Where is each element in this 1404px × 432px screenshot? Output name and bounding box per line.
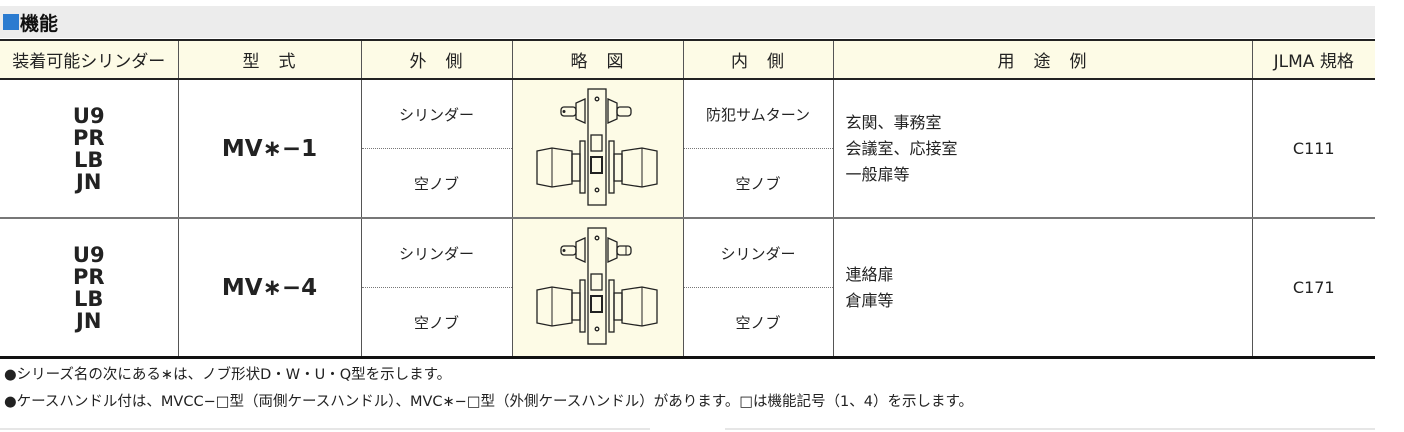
uses-cell: 玄関、事務室会議室、応接室一般扉等 (832, 79, 1252, 219)
inside-bottom: 空ノブ (735, 313, 781, 332)
section-title-bar: 機能 (0, 6, 1375, 38)
inside-top: シリンダー (683, 219, 833, 288)
header-jlma: JLMA 規格 (1251, 39, 1375, 80)
function-table: 装着可能シリンダー 型 式 外 側 略 図 内 側 用 途 例 JLMA 規格 … (0, 39, 1375, 359)
header-diagram: 略 図 (511, 39, 683, 80)
use-item: 会議室、応接室 (845, 138, 958, 158)
section-title: 機能 (20, 12, 59, 35)
inside-top: 防犯サムターン (683, 80, 833, 149)
divider (725, 428, 1375, 430)
inside-cell: 防犯サムターン空ノブ (682, 79, 833, 219)
cylinder-code: U9 (72, 103, 105, 128)
divider (0, 428, 650, 430)
use-item: 倉庫等 (845, 290, 894, 310)
outside-top: シリンダー (361, 80, 512, 149)
header-outside: 外 側 (360, 39, 512, 80)
cylinder-code: JN (76, 308, 102, 333)
outside-bottom: 空ノブ (413, 313, 459, 332)
jlma-cell: C111 (1251, 79, 1375, 219)
cylinder-code: LB (74, 286, 104, 311)
inside-cell: シリンダー空ノブ (682, 218, 833, 359)
cylinder-code: PR (72, 264, 105, 289)
use-item: 玄関、事務室 (845, 112, 942, 132)
cylinder-code: LB (74, 147, 104, 172)
header-cylinder: 装着可能シリンダー (0, 39, 178, 80)
cylinder-code: JN (76, 169, 102, 194)
use-item: 連絡扉 (845, 264, 894, 284)
outside-bottom: 空ノブ (413, 174, 459, 193)
cylinder-code: U9 (72, 242, 105, 267)
jlma-cell: C171 (1251, 218, 1375, 359)
outside-cell: シリンダー空ノブ (360, 218, 512, 359)
model-cell: MV∗−1 (177, 79, 361, 219)
lock-double-cylinder-icon (511, 218, 683, 359)
outside-top: シリンダー (361, 219, 512, 288)
uses-cell: 連絡扉倉庫等 (832, 218, 1252, 359)
use-item: 一般扉等 (845, 164, 910, 184)
header-model: 型 式 (177, 39, 361, 80)
notes: ●シリーズ名の次にある∗は、ノブ形状D・W・U・Q型を示します。 ●ケースハンド… (4, 362, 973, 416)
blue-square-icon (3, 14, 19, 30)
note-2: ●ケースハンドル付は、MVCC−□型（両側ケースハンドル）、MVC∗−□型（外側… (4, 394, 974, 410)
outside-cell: シリンダー空ノブ (360, 79, 512, 219)
header-inside: 内 側 (682, 39, 833, 80)
header-uses: 用 途 例 (832, 39, 1252, 80)
cylinder-code: PR (72, 125, 105, 150)
inside-bottom: 空ノブ (735, 174, 781, 193)
note-1: ●シリーズ名の次にある∗は、ノブ形状D・W・U・Q型を示します。 (4, 367, 452, 383)
model-cell: MV∗−4 (177, 218, 361, 359)
lock-thumbturn-icon (511, 79, 683, 219)
